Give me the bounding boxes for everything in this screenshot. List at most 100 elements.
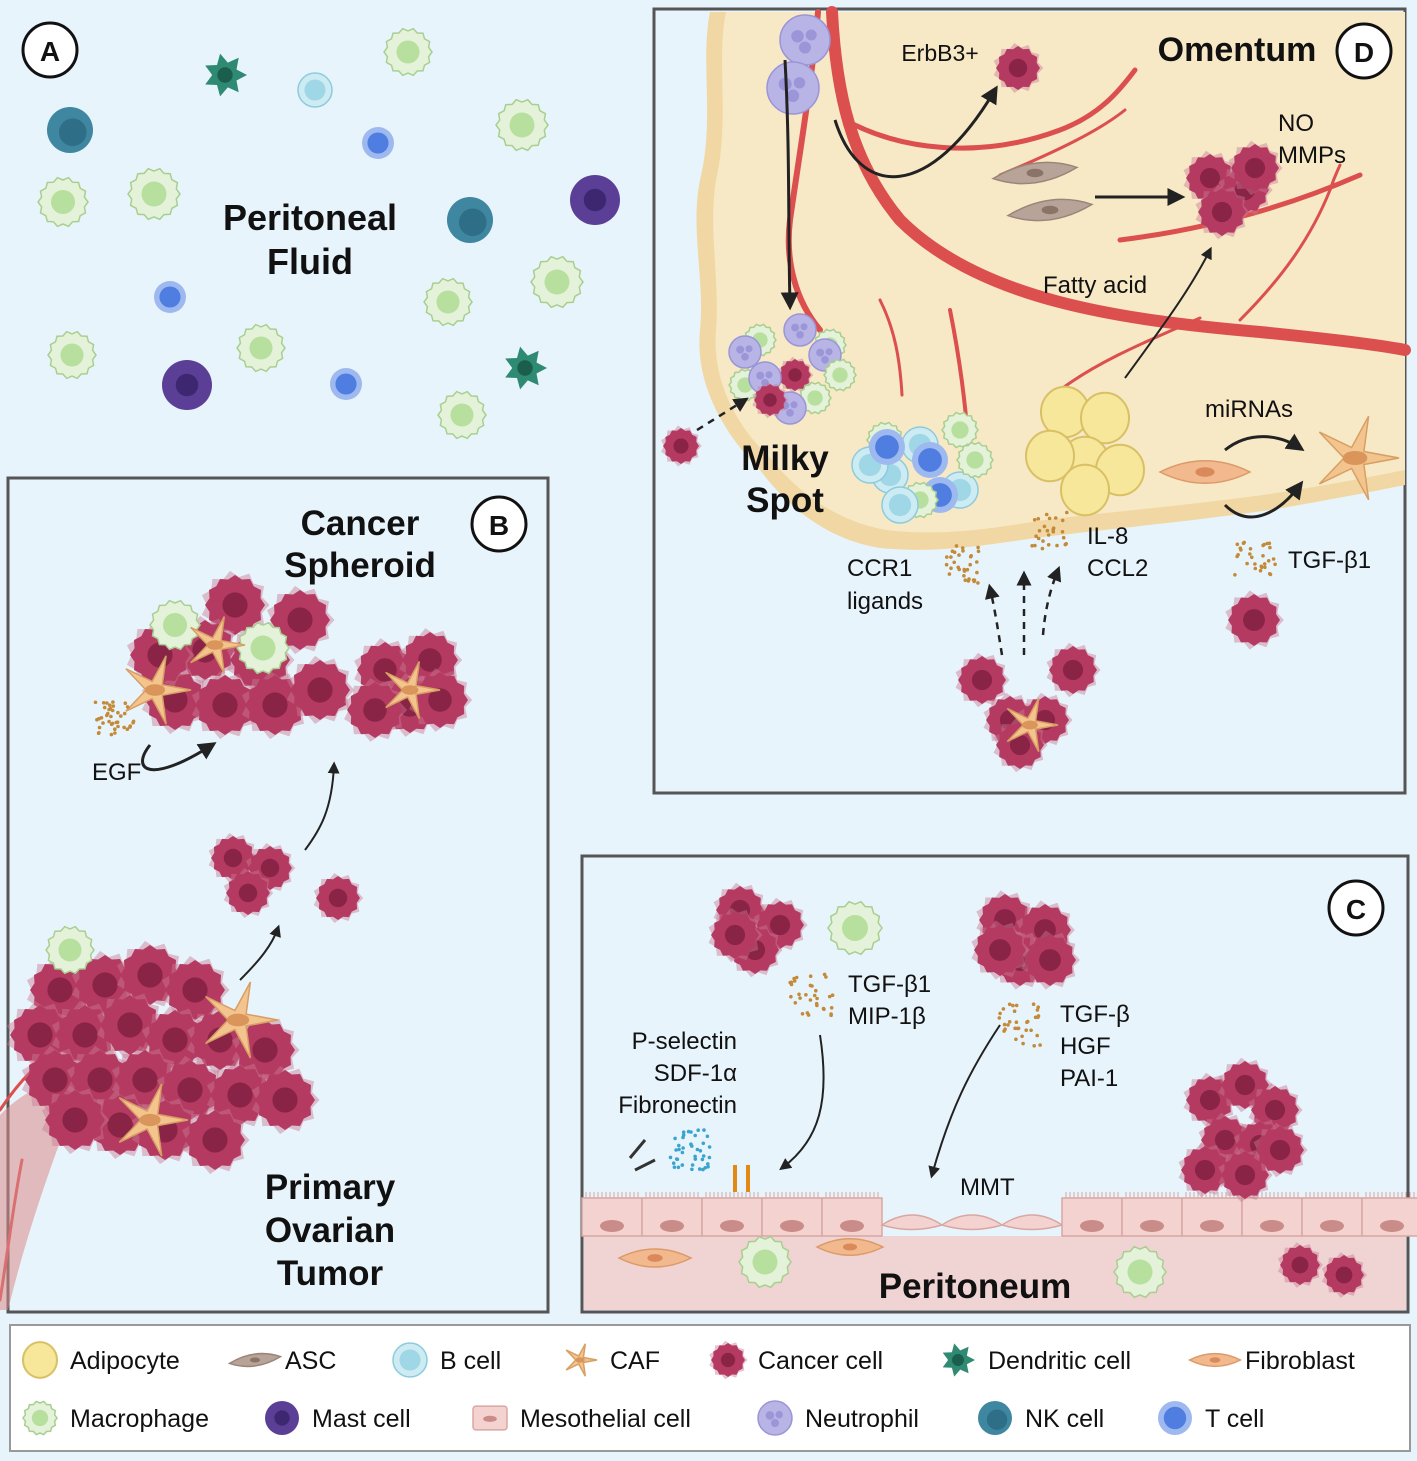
milky-spot-line1: Milky [741,439,829,478]
legend-swatch-mesothelial [472,1405,508,1431]
macrophage-cell [37,176,89,228]
cancer-cell [344,678,408,742]
legend-swatch-macrophage [22,1400,58,1436]
legend-item-neutrophil: Neutrophil [757,1400,919,1436]
caf-cell [385,661,441,719]
tumor-title-line2: Ovarian [265,1211,395,1250]
legend-item-mesothelial: Mesothelial cell [472,1405,691,1433]
il8-ccl2-secretion [1030,510,1069,551]
mip1b-label: MIP-1β [848,1003,926,1030]
legend-swatch-adipocyte [22,1341,58,1379]
mirnas-label: miRNAs [1205,396,1293,423]
legend-label-dendritic: Dendritic cell [988,1347,1131,1375]
legend-label-asc: ASC [285,1347,336,1375]
tcell-cell [362,127,394,159]
panel-c-badge: C [1327,879,1385,937]
c-tgfb1-secretion [788,972,835,1018]
mesothelial-cell [1361,1192,1417,1237]
macrophage-cell [383,27,433,77]
milky-spot-cancer [752,381,789,419]
omentum-title: Omentum [1158,31,1317,69]
mast-cell [162,360,212,410]
neutrophil-cell [779,14,831,66]
legend-item-tcell: T cell [1158,1401,1264,1435]
ccr1-label-line2: ligands [847,588,923,615]
egf-label: EGF [92,759,141,786]
legend-label-fibroblast: Fibroblast [1245,1347,1355,1375]
macrophage-cell [236,621,290,675]
milky-spot-line2: Spot [746,481,824,520]
cancer-cell [1225,590,1284,650]
cancer-cell [661,425,702,467]
legend-item-adipocyte: Adipocyte [22,1341,180,1379]
lymphoid-tcell [869,429,905,465]
mesothelial-cell [701,1192,763,1237]
panel-a-badge-letter: A [40,36,60,67]
legend-label-bcell: B cell [440,1347,501,1375]
il8-label: IL-8 [1087,523,1128,550]
c-tgfb-secretion [997,1002,1042,1048]
adipocyte-cell [1080,391,1130,445]
caf-cell [1318,415,1400,501]
macrophage-cell [236,323,286,373]
mesothelial-cell [1301,1192,1363,1237]
selectin-receptor [628,1139,750,1192]
cancer-cell [286,655,355,725]
cancer-cell [313,873,364,923]
cancer-cell [1046,642,1101,698]
cancer-cell [1021,930,1080,990]
nk-cell [447,197,493,243]
cancer-cell [971,920,1030,980]
cancer-cell [708,907,763,963]
d-tgfb1-label: TGF-β1 [1288,547,1371,574]
fibronectin-secretion [668,1128,712,1172]
fibroblast-cell [815,1238,885,1256]
panel-b-badge-letter: B [489,510,509,541]
legend-swatch-caf [565,1343,598,1377]
panel-d-badge: D [1335,22,1393,80]
pselectin-label: P-selectin [632,1028,737,1055]
peritoneum-tissue [584,1236,1406,1310]
cancer-cell [181,1105,250,1175]
panel-a-title-line1: Peritoneal [223,197,397,238]
caf-cell [205,981,279,1059]
caf-cell [125,655,192,725]
omentum-tissue [696,12,1405,550]
adipocyte-cell [1025,429,1075,483]
milky-spot-neutrophil [728,335,762,369]
cancer-cell [131,1095,200,1165]
cancer-cell [191,670,260,740]
cancer-cell [1228,140,1283,196]
cancer-cell [1195,184,1250,240]
legend-swatch-dendritic [942,1343,975,1377]
fibroblast-cell [1158,460,1252,484]
legend-label-neutrophil: Neutrophil [805,1405,919,1433]
cancer-cell [955,652,1010,708]
caf-cell [118,1083,189,1157]
spheroid-title-line2: Spheroid [284,546,436,585]
cancer-cell [993,43,1044,93]
dendritic-cell [205,53,247,97]
mesothelial-cell [1061,1192,1123,1237]
legend-item-asc: ASC [227,1347,336,1375]
legend-swatch-mast [265,1401,299,1435]
cancer-cell [1178,1142,1233,1198]
legend-swatch-nk [978,1401,1012,1435]
legend-item-bcell: B cell [392,1342,501,1378]
nk-cell [47,107,93,153]
macrophage-cell [738,1235,792,1289]
macrophage-cell [45,925,95,975]
macrophage-cell [1113,1245,1167,1299]
mesothelial-layer [581,1192,1417,1237]
spheroid-title-line1: Cancer [301,504,420,543]
legend-label-mesothelial: Mesothelial cell [520,1405,691,1433]
tumor-title-line1: Primary [265,1168,396,1207]
caf-cell [1006,698,1059,752]
dashed-arrows [696,397,1062,656]
asc-cell [1006,198,1094,222]
fatty-acid-label: Fatty acid [1043,272,1147,299]
mmt-label: MMT [960,1174,1015,1201]
panel-b-badge: B [470,495,528,553]
